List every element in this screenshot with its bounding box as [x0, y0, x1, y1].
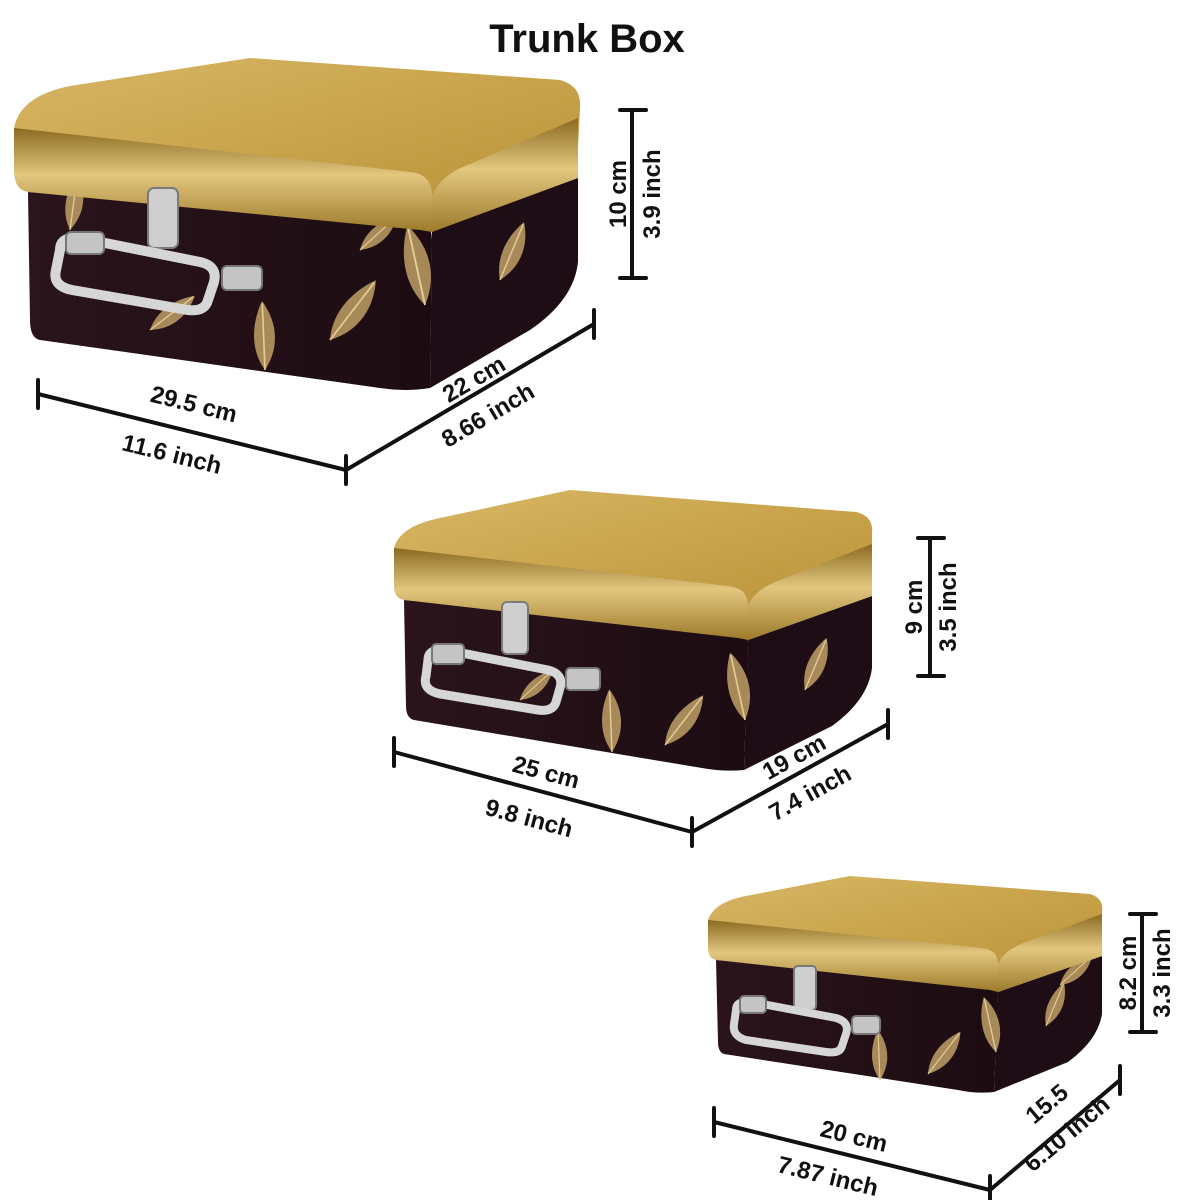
- box-medium-height-inch: 3.5 inch: [935, 562, 962, 651]
- page-title: Trunk Box: [489, 17, 685, 61]
- box-small-length-line: [712, 1120, 992, 1192]
- box-small-height-cm: 8.2 cm: [1115, 936, 1142, 1011]
- box-medium: 9 cm 3.5 inch 25 cm 9.8 inch 19 cm 7.4 i…: [392, 490, 962, 848]
- box-small-image: [708, 876, 1103, 1093]
- box-medium-width-line: [690, 722, 890, 834]
- box-medium-length-cm: 25 cm: [510, 751, 583, 795]
- box-medium-height-cm: 9 cm: [901, 580, 928, 635]
- box-medium-image: [394, 490, 873, 771]
- box-large-length-line: [36, 392, 348, 472]
- box-medium-length-inch: 9.8 inch: [482, 794, 575, 843]
- box-medium-length-line: [392, 750, 694, 834]
- box-large: 10 cm 3.9 inch 29.5 cm 11.6 inch 22 cm 8…: [14, 58, 666, 486]
- box-large-length-cm: 29.5 cm: [148, 381, 240, 428]
- box-large-height-cm: 10 cm: [605, 160, 632, 228]
- box-large-image: [14, 58, 581, 390]
- box-small: 8.2 cm 3.3 inch 20 cm 7.87 inch 15.5 6.1…: [708, 876, 1176, 1200]
- box-large-width-line: [344, 322, 596, 472]
- box-small-width-line: [988, 1078, 1122, 1192]
- box-large-height-inch: 3.9 inch: [639, 149, 666, 238]
- box-small-height-inch: 3.3 inch: [1149, 928, 1176, 1017]
